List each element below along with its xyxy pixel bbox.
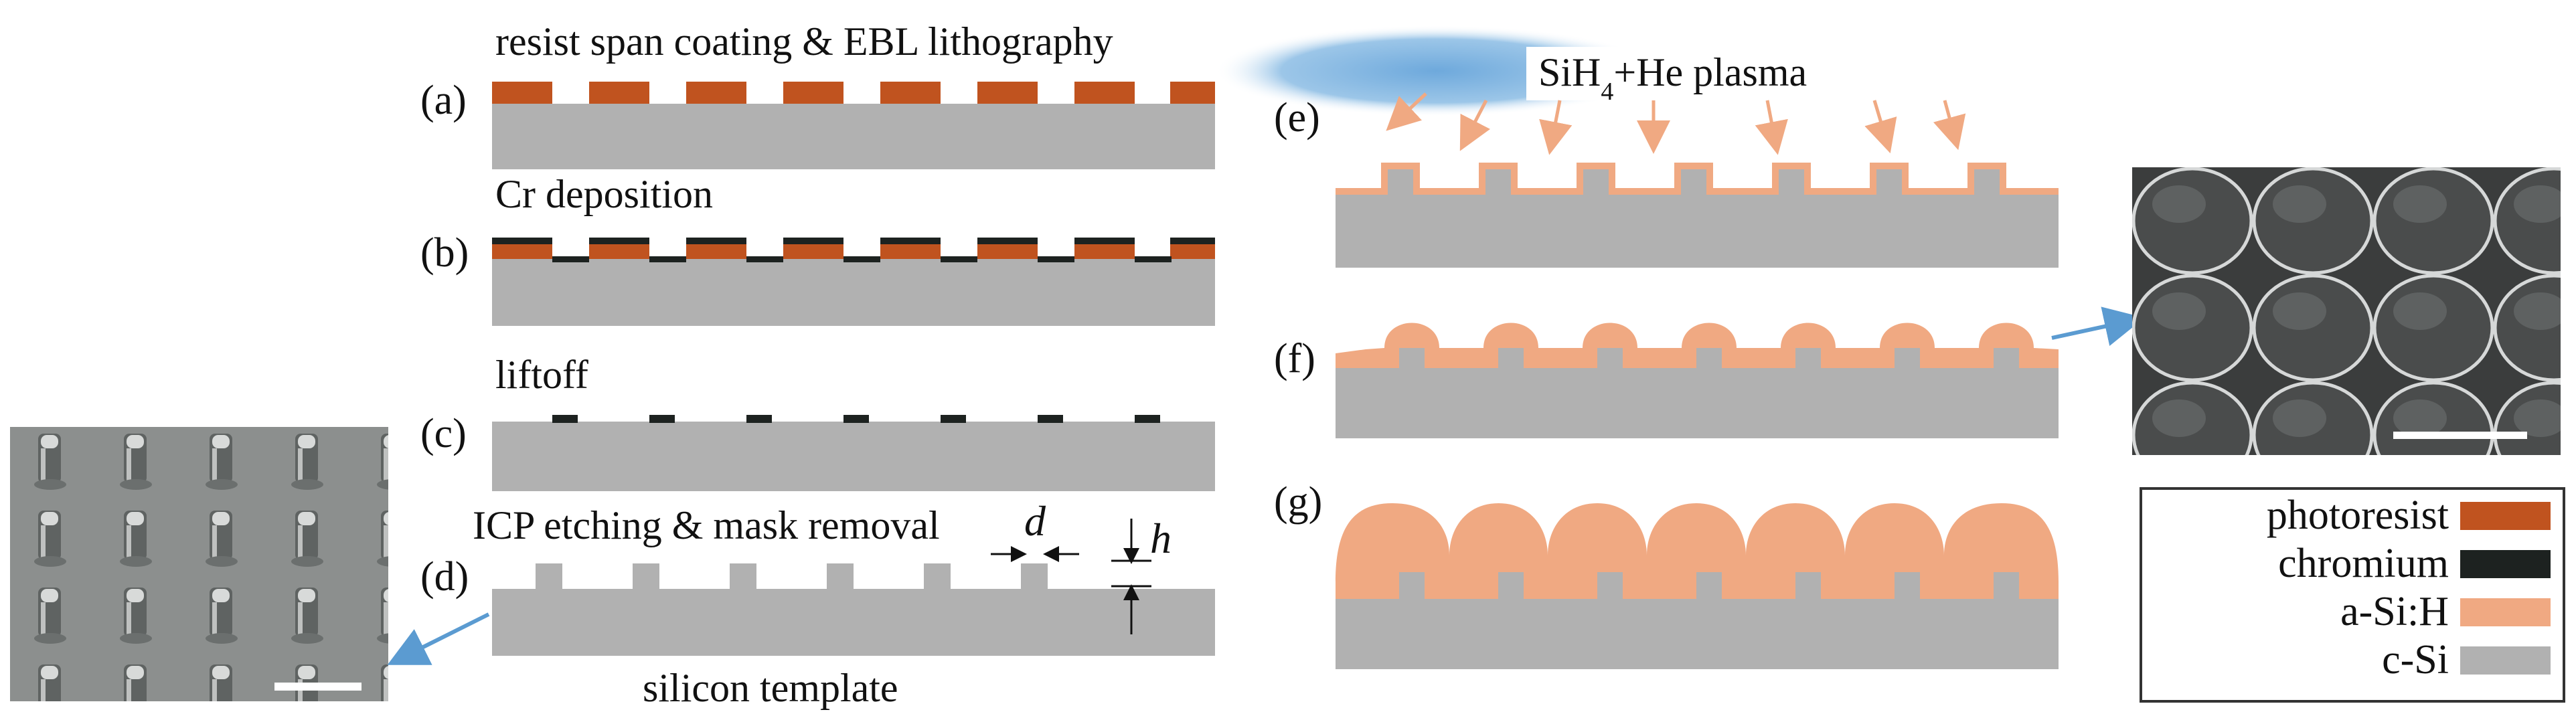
silicon-substrate-a [492,104,1215,169]
pillar-image-pointer-arrow [387,612,490,665]
sem-pillar-micrograph [10,427,388,701]
plasma-label: SiH4+He plasma [1538,50,1807,106]
chromium-gap-layer [843,256,880,262]
silicon-template-g [1336,572,2059,669]
chromium-top-layer [783,238,843,244]
photoresist-block [1170,82,1215,104]
plasma-arrow [1386,92,1427,131]
legend-swatch [2460,646,2551,675]
chromium-gap-layer [649,256,686,262]
step-c-title: liftoff [495,353,588,397]
chromium-gap-layer [1038,256,1074,262]
step-b-title: Cr deposition [495,172,713,216]
chromium-top-layer [880,238,941,244]
panel-label-f: (f) [1274,336,1315,381]
photoresist-chromium-b [492,238,1215,262]
silicon-template-caption: silicon template [643,666,898,710]
chromium-top-layer [977,238,1038,244]
dome-image-pointer-arrow [2051,306,2145,346]
photoresist-block [1074,82,1135,104]
silicon-substrate-c [492,422,1215,491]
legend-label: c-Si [2382,637,2449,683]
chromium-mask-block [1038,415,1063,423]
plasma-label-background [1526,47,1868,100]
sem-pillar-image [10,427,490,701]
chromium-mask-block [843,415,869,423]
step-a: resist span coating & EBL lithography (a… [420,19,1215,169]
chromium-gap-layer [941,256,977,262]
plasma-arrow [1755,100,1788,155]
chromium-mask-block [941,415,966,423]
panel-label-d: (d) [420,554,469,600]
photoresist-block [783,82,843,104]
silicon-template-e [1336,169,2059,268]
chromium-top-layer [1074,238,1135,244]
panel-label-g: (g) [1274,479,1322,525]
legend-label: photoresist [2267,493,2449,538]
step-c: liftoff (c) [420,353,1215,491]
step-f: (f) [1274,306,2145,438]
plasma-deposition-arrows [1386,92,1966,155]
legend-label: a-Si:H [2340,589,2449,634]
chromium-gap-layer [1135,256,1172,262]
legend-swatch [2460,502,2551,530]
chromium-top-layer [686,238,746,244]
chromium-gap-layer [746,256,783,262]
step-d-title: ICP etching & mask removal [473,503,940,547]
chromium-top-layer [492,238,552,244]
step-g: (g) [1274,479,2059,669]
legend-swatch [2460,550,2551,578]
photoresist-block [492,82,552,104]
photoresist-block [686,82,746,104]
chromium-mask-block [649,415,675,423]
step-d: ICP etching & mask removal (d) d h silic… [420,497,1215,710]
photoresist-block [977,82,1038,104]
pillar-scale-bar [274,683,361,691]
panel-label-c: (c) [420,411,467,456]
chromium-mask-c [552,415,1160,423]
silicon-substrate-b [492,259,1215,326]
plasma-arrow [1539,100,1573,155]
chromium-mask-block [1135,415,1160,423]
chromium-top-layer [1170,238,1215,244]
chromium-mask-block [552,415,578,423]
chromium-mask-block [746,415,772,423]
sem-dome-micrograph [2132,167,2561,455]
silicon-template-f [1336,348,2059,438]
photoresist-stripes-a [492,82,1215,104]
dimension-h-label: h [1150,515,1172,562]
panel-label-e: (e) [1274,95,1320,141]
dome-scale-bar [2393,432,2527,439]
plasma-arrow [1933,100,1966,151]
panel-label-a: (a) [420,78,467,123]
plasma-arrow [1864,100,1897,154]
photoresist-block [589,82,649,104]
step-e: SiH4+He plasma (e) [1215,25,2059,268]
plasma-arrow [1459,99,1490,151]
thin-asi-coating-e [1336,163,2059,195]
chromium-top-layer [589,238,649,244]
legend-label: chromium [2278,541,2449,586]
step-b: Cr deposition (b) [420,172,1215,326]
panel-label-b: (b) [420,230,469,276]
step-a-title: resist span coating & EBL lithography [495,19,1113,64]
silicon-template-profile-d [492,563,1215,656]
sem-dome-image [2132,167,2561,455]
dimension-d-label: d [1024,497,1046,545]
photoresist-block [880,82,941,104]
chromium-gap-layer [552,256,589,262]
legend-swatch [2460,598,2551,626]
